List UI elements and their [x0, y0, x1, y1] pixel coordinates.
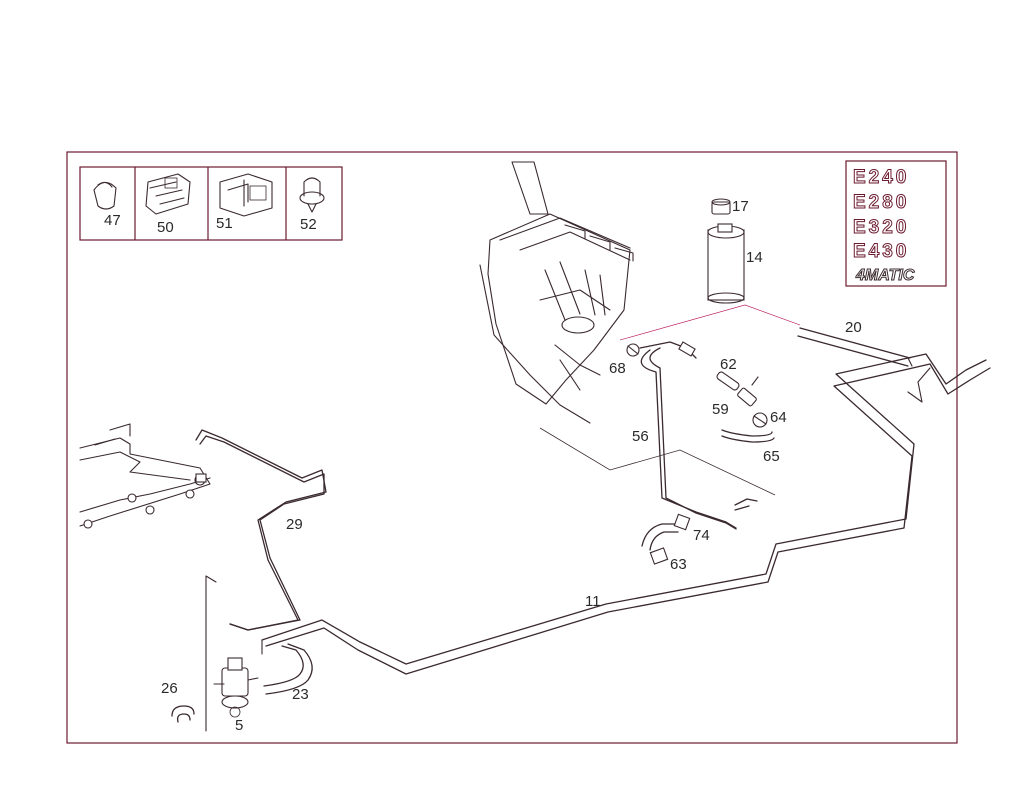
- callout-26: 26: [161, 680, 178, 697]
- callout-14: 14: [746, 249, 763, 266]
- callout-65: 65: [763, 448, 780, 465]
- purge-valve-5[interactable]: [205, 575, 259, 732]
- model-badge-e320: E320: [853, 217, 909, 238]
- model-badge-e240: E240: [853, 167, 909, 188]
- callout-5: 5: [235, 717, 243, 734]
- canister-cap[interactable]: [711, 198, 731, 215]
- bracket-part-icon[interactable]: [219, 173, 273, 217]
- vent-line-29[interactable]: [195, 429, 327, 631]
- callout-56: 56: [632, 428, 649, 445]
- callout-59: 59: [712, 401, 729, 418]
- inset-label-50: 50: [157, 219, 174, 236]
- fuel-vapor-line-11[interactable]: [261, 353, 991, 675]
- model-badge-e280: E280: [853, 192, 909, 213]
- inset-label-47: 47: [104, 212, 121, 229]
- vent-line-56[interactable]: [639, 341, 758, 530]
- callout-64: 64: [770, 409, 787, 426]
- clamp-64[interactable]: [752, 412, 768, 428]
- vent-hose-20[interactable]: [797, 327, 913, 367]
- inset-label-51: 51: [216, 215, 233, 232]
- callout-20: 20: [845, 319, 862, 336]
- check-valve-59[interactable]: [737, 376, 759, 407]
- hose-65[interactable]: [721, 429, 775, 443]
- valve-62[interactable]: [716, 371, 740, 391]
- hose-23[interactable]: [261, 639, 313, 695]
- model-badge-e430: E430: [853, 241, 909, 262]
- clip-68[interactable]: [626, 343, 640, 357]
- callout-17: 17: [732, 198, 749, 215]
- callout-63: 63: [670, 556, 687, 573]
- clamp-part-icon[interactable]: [93, 181, 117, 210]
- diagram-frame: [66, 151, 958, 744]
- clip-63[interactable]: [649, 547, 669, 565]
- model-badge-panel: E240 E280 E320 E430 4MATIC: [845, 160, 947, 287]
- callout-62: 62: [720, 356, 737, 373]
- callout-23: 23: [292, 686, 309, 703]
- grommet-part-icon[interactable]: [299, 177, 325, 213]
- inset-parts-panel: 47 50 51 52: [79, 166, 343, 241]
- charcoal-canister[interactable]: [707, 223, 745, 304]
- fuel-tank-drawing: [479, 161, 776, 496]
- holder-part-icon[interactable]: [145, 173, 191, 215]
- inset-label-52: 52: [300, 216, 317, 233]
- callout-74: 74: [693, 527, 710, 544]
- drive-badge-4matic: 4MATIC: [855, 267, 915, 284]
- fuel-rail-drawing: [79, 423, 211, 529]
- callout-29: 29: [286, 516, 303, 533]
- callout-68: 68: [609, 360, 626, 377]
- elbow-hose-26[interactable]: [171, 705, 195, 723]
- hose-74[interactable]: [641, 513, 691, 551]
- callout-11: 11: [585, 593, 601, 610]
